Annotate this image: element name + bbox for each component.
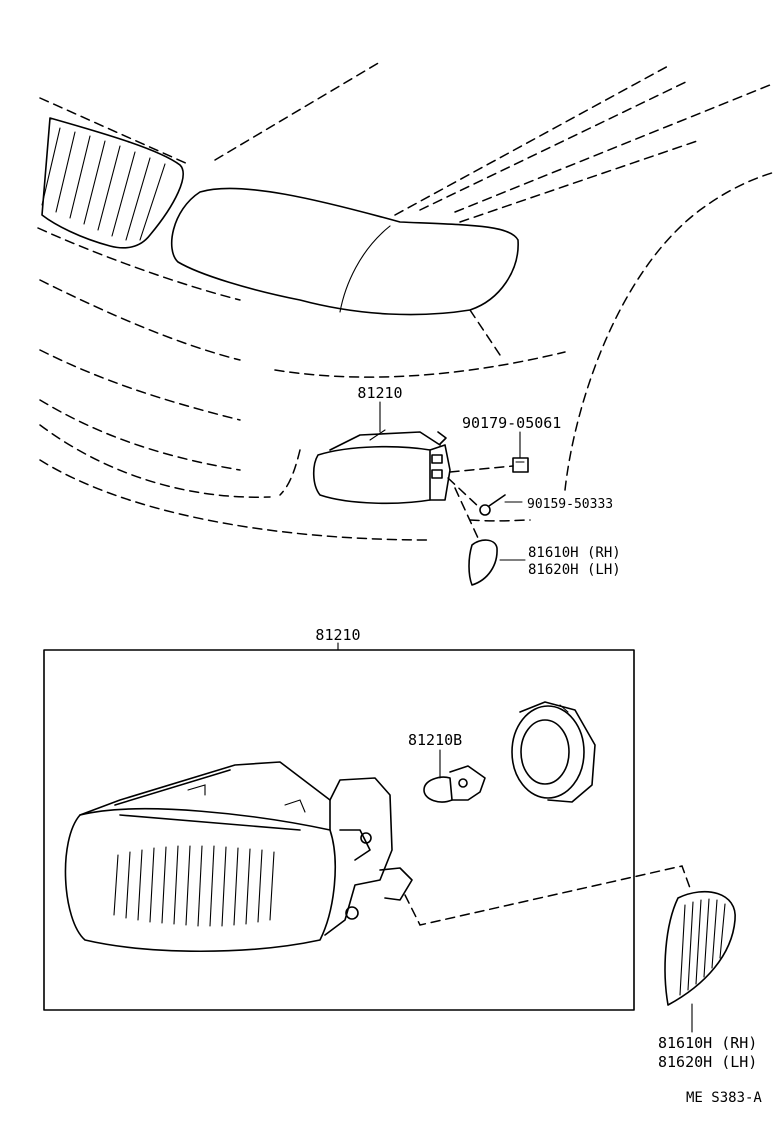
dashed-clip-to-lamp [449, 465, 514, 473]
label-81210B: 81210B [408, 731, 462, 749]
label-90179-05061: 90179-05061 [462, 414, 561, 432]
dashed-lamp-to-side [454, 487, 479, 539]
side-lamp-installed [468, 539, 498, 586]
dashed-bulb-to-side [404, 865, 691, 926]
figure-code: ME S383-A [686, 1090, 762, 1106]
label-81620H-top: 81620H (LH) [528, 562, 621, 578]
label-81620H-bottom: 81620H (LH) [658, 1053, 757, 1071]
dashed-screw-to-lamp [447, 477, 481, 509]
socket-ring [511, 701, 596, 803]
car-body-outline [37, 61, 776, 541]
label-90159-50333: 90159-50333 [527, 497, 613, 512]
label-81210-top: 81210 [357, 384, 402, 402]
label-81610H-bottom: 81610H (RH) [658, 1034, 757, 1052]
assembly-box [43, 649, 635, 1011]
fog-lamp-installed [312, 429, 451, 505]
headlamp-outline [170, 187, 519, 316]
bulb-part [423, 765, 486, 803]
clip-part [512, 457, 529, 473]
screw-part [479, 494, 506, 516]
label-81210-box: 81210 [315, 626, 360, 644]
side-lamp-part [664, 890, 736, 1006]
grille [41, 117, 184, 249]
fog-lamp-assembly [64, 761, 413, 953]
label-81610H-top: 81610H (RH) [528, 545, 621, 561]
